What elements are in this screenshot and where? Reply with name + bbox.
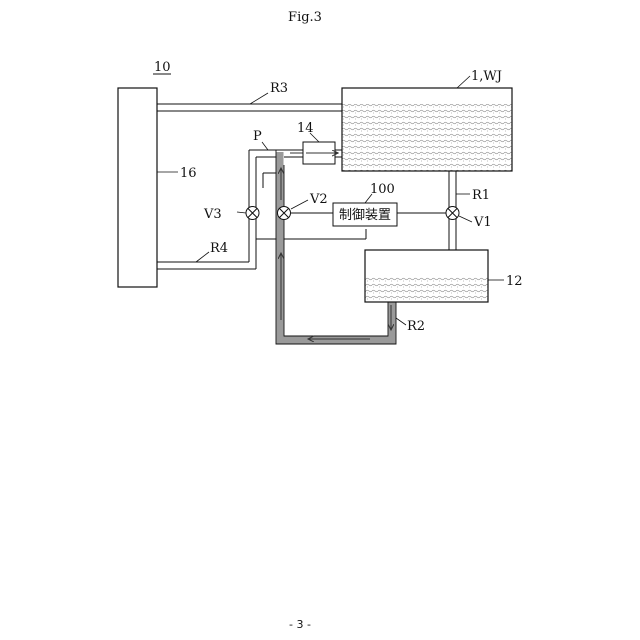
pipe-r2-label: R2 (407, 319, 425, 334)
unit-14-label: 14 (297, 121, 314, 136)
valve-v2-label: V2 (309, 192, 328, 207)
tank-12-label: 12 (506, 274, 523, 289)
water-jacket-fill (342, 104, 512, 171)
controller-ref-label: 100 (370, 182, 395, 197)
page-number: - 3 - (289, 618, 311, 631)
valve-v3-leader (237, 212, 246, 213)
valve-v1-label: V1 (473, 215, 492, 230)
water-jacket-label: 1,WJ (471, 69, 502, 84)
pipe-r4-label: R4 (210, 241, 228, 256)
pipe-r2-leader (396, 318, 406, 325)
valve-v2-leader (291, 200, 308, 209)
device-16-box (118, 88, 157, 287)
pump-leader (262, 142, 268, 150)
pump-label: P (253, 129, 262, 144)
pipe-r4-leader (196, 252, 209, 262)
figure-title: Fig.3 (288, 10, 322, 25)
device-16-label: 16 (180, 166, 197, 181)
flow-path-outline-outer (276, 150, 396, 344)
valve-v1-leader (459, 216, 472, 222)
pipe-r3-leader (250, 93, 268, 104)
tank-12-fill (365, 277, 488, 302)
pipe-r3-label: R3 (270, 81, 288, 96)
controller-label: 制御装置 (339, 208, 391, 223)
pipe-r1-label: R1 (472, 188, 490, 203)
system-ref-label: 10 (154, 60, 171, 75)
water-jacket-leader (457, 76, 470, 88)
valve-v3-label: V3 (203, 207, 222, 222)
